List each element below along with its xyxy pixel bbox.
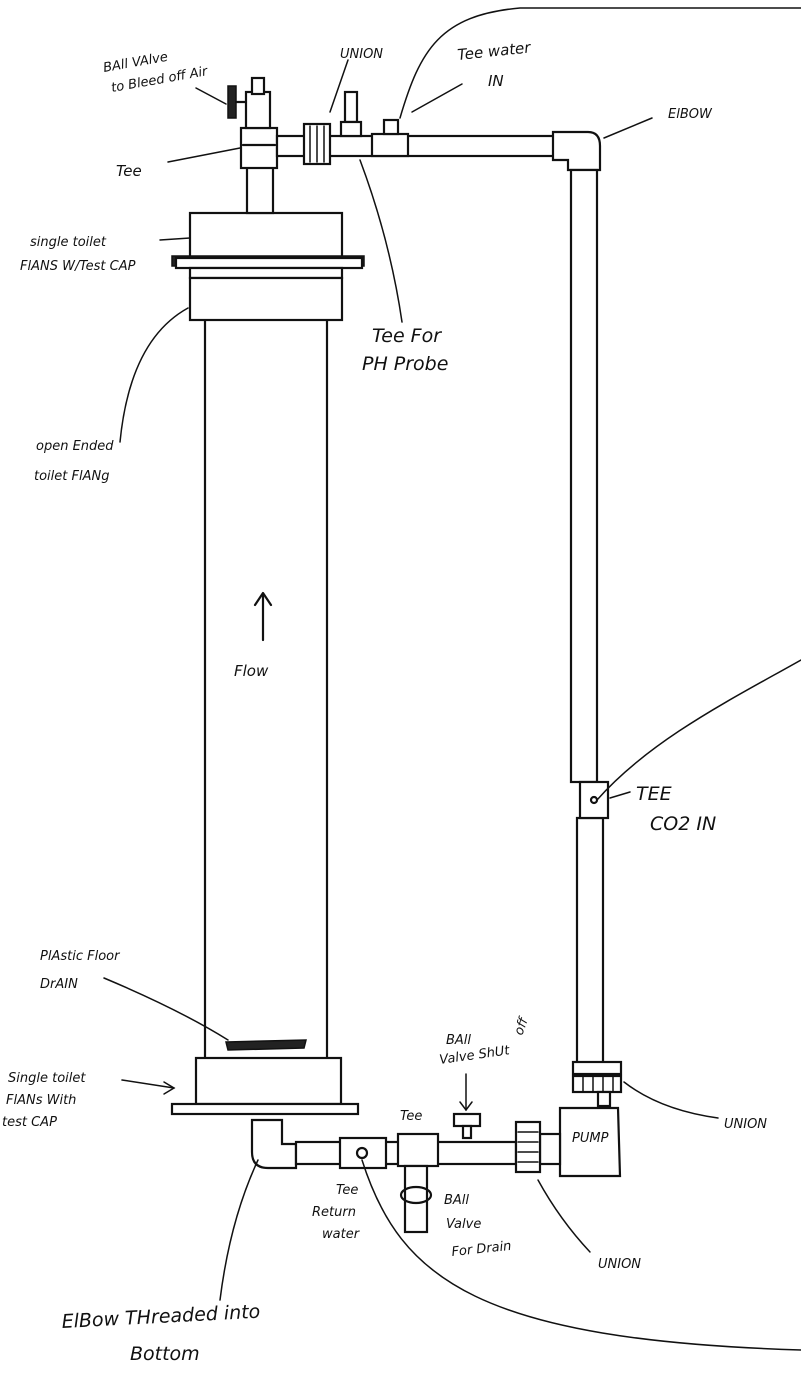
top-elbow — [551, 130, 602, 172]
label-ball-valve-drain-1: BAll — [444, 1193, 469, 1208]
label-single-flange-top-1: single toilet — [30, 235, 107, 250]
pump: PUMP — [558, 1090, 622, 1178]
drain-tee — [396, 1132, 440, 1234]
top-tee — [239, 126, 279, 170]
label-tee-return-1: Tee — [336, 1183, 358, 1198]
bottom-elbow — [250, 1118, 298, 1170]
label-union-top: UNION — [340, 47, 383, 62]
label-tee-return-3: water — [322, 1227, 361, 1242]
right-union — [571, 1060, 623, 1094]
label-tee-return-2: Return — [312, 1205, 356, 1220]
bottom-flange-with-cap — [170, 1039, 360, 1116]
label-union-bottom: UNION — [598, 1257, 641, 1272]
label-ball-valve-drain-3: For Drain — [451, 1239, 512, 1260]
label-open-flange-2: toilet FlANg — [34, 469, 109, 484]
label-single-flange-bottom-3: test CAP — [2, 1115, 57, 1130]
top-union — [302, 122, 332, 166]
shutoff-ball-valve — [452, 1112, 482, 1140]
label-tee-top: Tee — [116, 162, 142, 180]
label-ball-valve-shutoff-3: off — [512, 1014, 533, 1037]
label-floor-drain-1: PlAstic Floor — [40, 949, 121, 964]
label-tee-ph-2: PH Probe — [362, 353, 448, 375]
open-ended-flange — [188, 276, 344, 322]
label-elbow-bottom-1: ElBow THreaded into — [61, 1301, 261, 1333]
label-open-flange-1: open Ended — [36, 439, 114, 454]
label-tee-co2-1: TEE — [636, 783, 672, 805]
label-elbow-bottom-2: Bottom — [130, 1343, 200, 1365]
label-single-flange-bottom-2: FlANs With — [6, 1093, 76, 1108]
co2-in-line — [596, 659, 801, 801]
water-in-line — [399, 7, 801, 119]
pump-label: PUMP — [572, 1131, 609, 1146]
return-water-line — [361, 1159, 801, 1351]
label-flow: Flow — [234, 662, 269, 680]
flow-arrow — [253, 591, 273, 642]
top-riser-pipe — [245, 163, 275, 215]
right-vertical-pipe — [569, 168, 605, 1065]
label-union-right: UNION — [724, 1117, 767, 1132]
bleed-ball-valve — [227, 76, 272, 130]
ph-probe-tee — [339, 90, 363, 138]
water-in-tee — [370, 118, 410, 158]
label-floor-drain-2: DrAIN — [40, 977, 78, 992]
label-ball-valve-drain-2: Valve — [446, 1217, 481, 1232]
main-column — [203, 316, 329, 1062]
label-tee-co2-2: CO2 IN — [650, 813, 716, 835]
label-tee-bottom: Tee — [400, 1109, 422, 1124]
label-tee-ph-1: Tee For — [372, 325, 442, 347]
label-tee-water-in-1: Tee water — [457, 38, 533, 64]
leader-lines — [103, 59, 719, 1301]
label-single-flange-top-2: FlANS W/Test CAP — [20, 259, 136, 274]
label-tee-water-in-2: IN — [488, 72, 504, 90]
top-flange-with-cap — [171, 211, 365, 280]
label-ball-valve-shutoff-1: BAll — [446, 1033, 471, 1048]
label-elbow-top: ElBOW — [668, 107, 713, 122]
bottom-union — [514, 1120, 542, 1174]
label-single-flange-bottom-1: Single toilet — [8, 1071, 86, 1086]
co2-in-tee — [578, 780, 610, 820]
